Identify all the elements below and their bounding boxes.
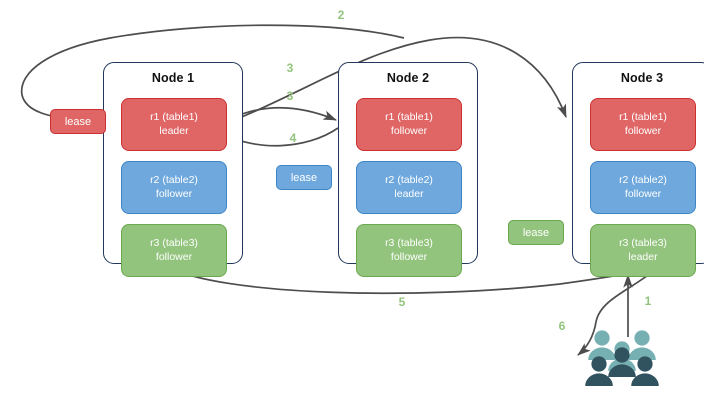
- replica-r2[interactable]: r2 (table2) follower: [590, 161, 696, 214]
- replica-name: r2 (table2): [385, 174, 433, 186]
- edge-label-3a: 3: [286, 61, 294, 75]
- replica-role: follower: [390, 250, 428, 263]
- replica-r1[interactable]: r1 (table1) follower: [590, 98, 696, 151]
- node-title: Node 3: [620, 71, 664, 85]
- replica-r1[interactable]: r1 (table1) follower: [356, 98, 462, 151]
- replica-r2[interactable]: r2 (table2) leader: [356, 161, 462, 214]
- node-title: Node 2: [386, 71, 430, 85]
- replica-name: r3 (table3): [150, 237, 198, 249]
- lease-badge-green[interactable]: lease: [508, 220, 564, 245]
- lease-badge-red[interactable]: lease: [50, 109, 106, 134]
- replica-name: r1 (table1): [150, 111, 198, 123]
- edge-label-3b: 3: [286, 89, 294, 103]
- lease-label: lease: [64, 115, 92, 128]
- replica-name: r1 (table1): [385, 111, 433, 123]
- replica-role: leader: [628, 250, 658, 263]
- replica-role: follower: [624, 187, 662, 200]
- users-icon-front-row: [585, 347, 659, 386]
- replica-r1[interactable]: r1 (table1) leader: [121, 98, 227, 151]
- lease-badge-blue[interactable]: lease: [276, 165, 332, 190]
- replica-name: r2 (table2): [150, 174, 198, 186]
- replica-r3[interactable]: r3 (table3) follower: [121, 224, 227, 277]
- replica-role: follower: [390, 124, 428, 137]
- edge-label-4: 4: [289, 131, 297, 145]
- replica-name: r2 (table2): [619, 174, 667, 186]
- users-icon[interactable]: [585, 325, 665, 395]
- node-title: Node 1: [151, 71, 195, 85]
- replica-r3[interactable]: r3 (table3) leader: [590, 224, 696, 277]
- replica-r3[interactable]: r3 (table3) follower: [356, 224, 462, 277]
- edge-label-6: 6: [558, 319, 566, 333]
- lease-label: lease: [522, 226, 550, 239]
- lease-label: lease: [290, 171, 318, 184]
- node-box-node-2[interactable]: Node 2 r1 (table1) follower r2 (table2) …: [338, 62, 478, 277]
- replica-role: follower: [155, 187, 193, 200]
- replica-role: leader: [159, 124, 189, 137]
- edge-label-2: 2: [337, 8, 345, 22]
- replica-role: follower: [155, 250, 193, 263]
- replica-name: r3 (table3): [619, 237, 667, 249]
- edge-label-5: 5: [398, 295, 406, 309]
- replica-r2[interactable]: r2 (table2) follower: [121, 161, 227, 214]
- replica-name: r3 (table3): [385, 237, 433, 249]
- node-box-node-3[interactable]: Node 3 r1 (table1) follower r2 (table2) …: [572, 62, 704, 277]
- replica-role: leader: [394, 187, 424, 200]
- edge-label-1: 1: [644, 294, 652, 308]
- node-box-node-1[interactable]: Node 1 r1 (table1) leader r2 (table2) fo…: [103, 62, 243, 277]
- replica-name: r1 (table1): [619, 111, 667, 123]
- replica-role: follower: [624, 124, 662, 137]
